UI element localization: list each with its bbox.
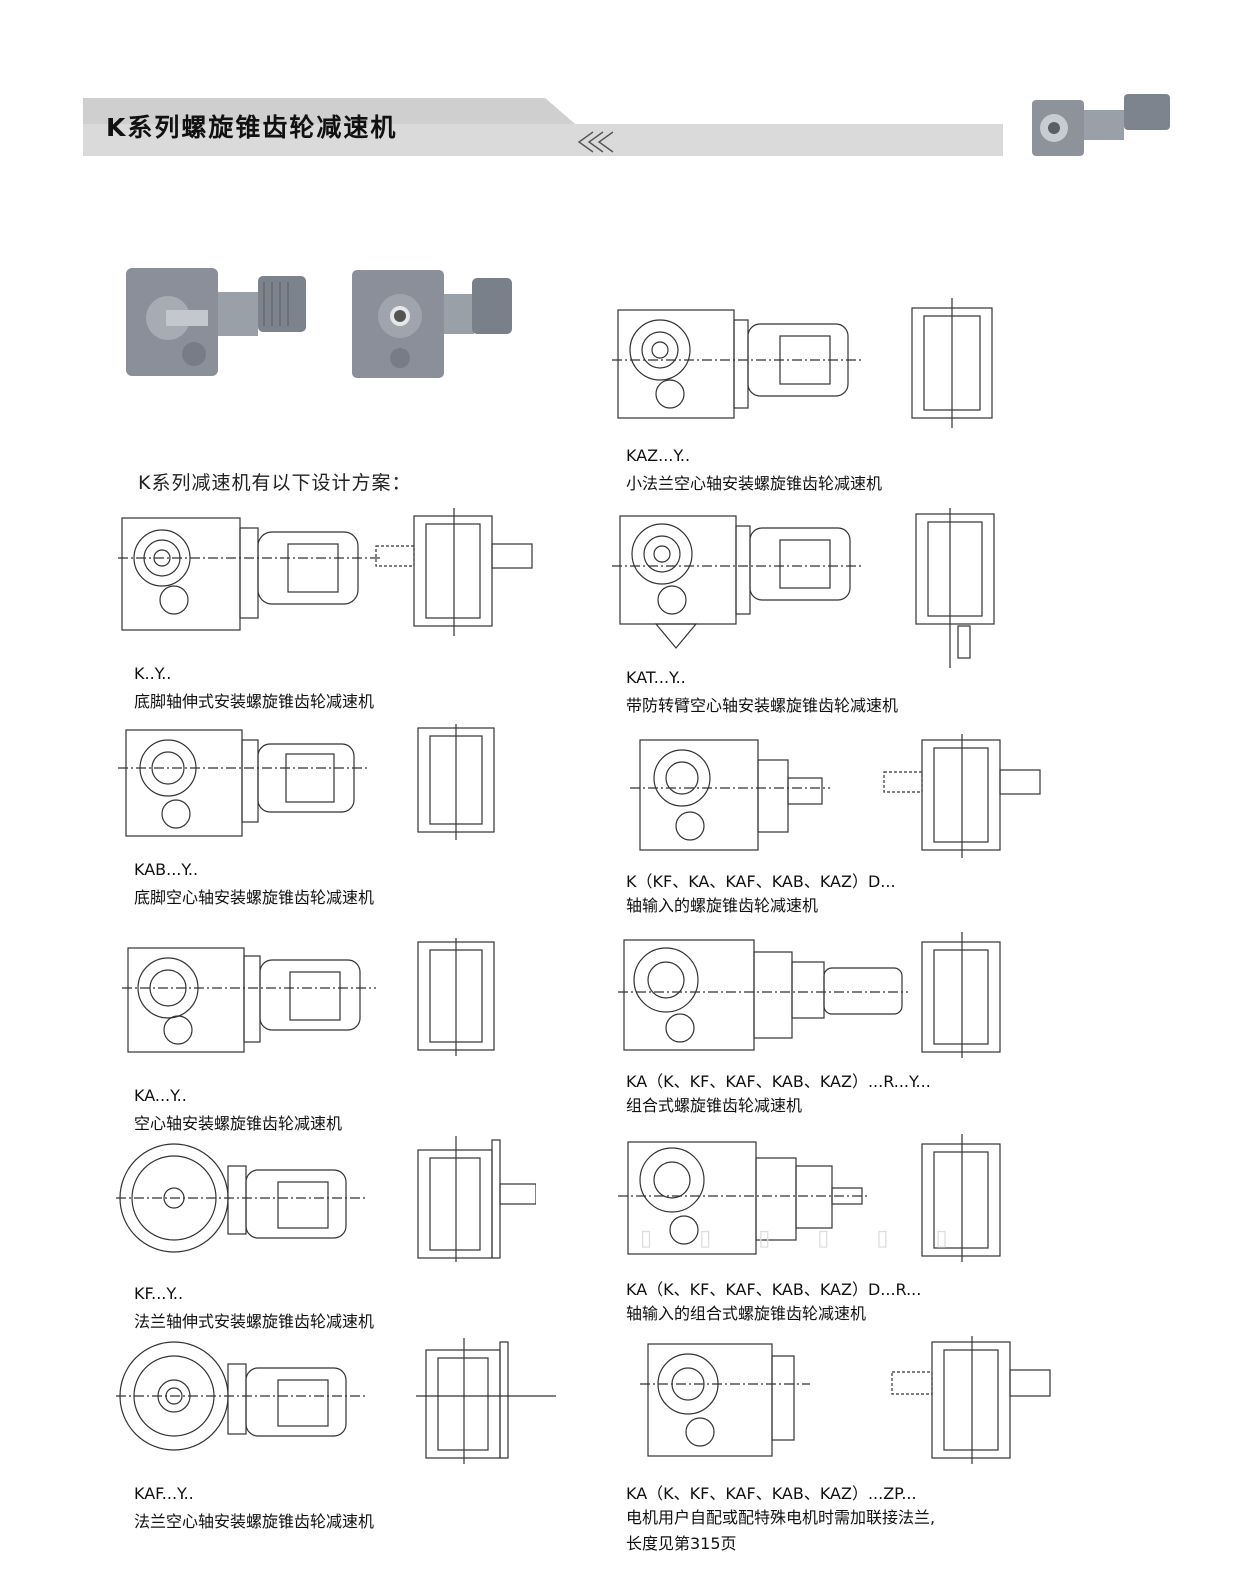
gear-reducer-photo-small <box>1032 94 1170 156</box>
drawing-ka-zp <box>640 1336 1051 1464</box>
drawing-ka-d-r <box>618 1134 1001 1262</box>
product-code: KA（K、KF、KAF、KAB、KAZ）...R...Y... <box>626 1072 931 1091</box>
drawing-kf-y <box>116 1136 536 1262</box>
drawing-ka-r-y <box>618 932 1001 1058</box>
product-desc-note: 长度见第315页 <box>626 1534 737 1553</box>
product-desc: 电机用户自配或配特殊电机时需加联接法兰, <box>626 1508 936 1527</box>
product-desc: 带防转臂空心轴安装螺旋锥齿轮减速机 <box>626 696 899 715</box>
page-title: K系列螺旋锥齿轮减速机 <box>106 113 398 142</box>
product-desc: 法兰空心轴安装螺旋锥齿轮减速机 <box>134 1512 375 1531</box>
product-code: KA（K、KF、KAF、KAB、KAZ）D...R... <box>626 1280 922 1299</box>
drawing-ka-y <box>122 938 495 1056</box>
product-desc: 小法兰空心轴安装螺旋锥齿轮减速机 <box>626 474 883 493</box>
drawing-kat-y <box>612 508 995 668</box>
product-desc: 底脚空心轴安装螺旋锥齿轮减速机 <box>134 888 375 907</box>
drawing-kaz-y <box>612 298 993 428</box>
product-code: KA...Y.. <box>134 1086 187 1105</box>
product-desc: 空心轴安装螺旋锥齿轮减速机 <box>134 1114 343 1133</box>
product-code: K（KF、KA、KAF、KAB、KAZ）D... <box>626 872 896 891</box>
product-code: KA（K、KF、KAF、KAB、KAZ）...ZP... <box>626 1484 917 1503</box>
drawing-k-y <box>118 508 533 636</box>
gear-reducer-photo-hollow-shaft <box>352 270 512 378</box>
product-desc: 底脚轴伸式安装螺旋锥齿轮减速机 <box>134 692 375 711</box>
gear-reducer-photo-solid-shaft <box>126 268 306 376</box>
product-code: KAZ...Y.. <box>626 446 691 465</box>
drawing-kab-y <box>118 724 495 840</box>
product-code: K..Y.. <box>134 664 172 683</box>
product-code: KAF...Y.. <box>134 1484 194 1503</box>
product-desc: 法兰轴伸式安装螺旋锥齿轮减速机 <box>134 1312 375 1331</box>
product-code: KAT...Y.. <box>626 668 686 687</box>
drawing-k-d <box>630 734 1041 858</box>
intro-text: K系列减速机有以下设计方案： <box>138 472 412 494</box>
product-desc: 轴输入的螺旋锥齿轮减速机 <box>626 896 819 915</box>
product-code: KF...Y.. <box>134 1284 184 1303</box>
header-banner <box>83 98 1003 156</box>
product-code: KAB...Y.. <box>134 860 199 879</box>
product-desc: 轴输入的组合式螺旋锥齿轮减速机 <box>626 1304 867 1323</box>
drawing-kaf-y <box>116 1338 556 1464</box>
product-desc: 组合式螺旋锥齿轮减速机 <box>626 1096 803 1115</box>
watermark: ▯ ▯ ▯ ▯ ▯ ▯ <box>640 1226 968 1251</box>
